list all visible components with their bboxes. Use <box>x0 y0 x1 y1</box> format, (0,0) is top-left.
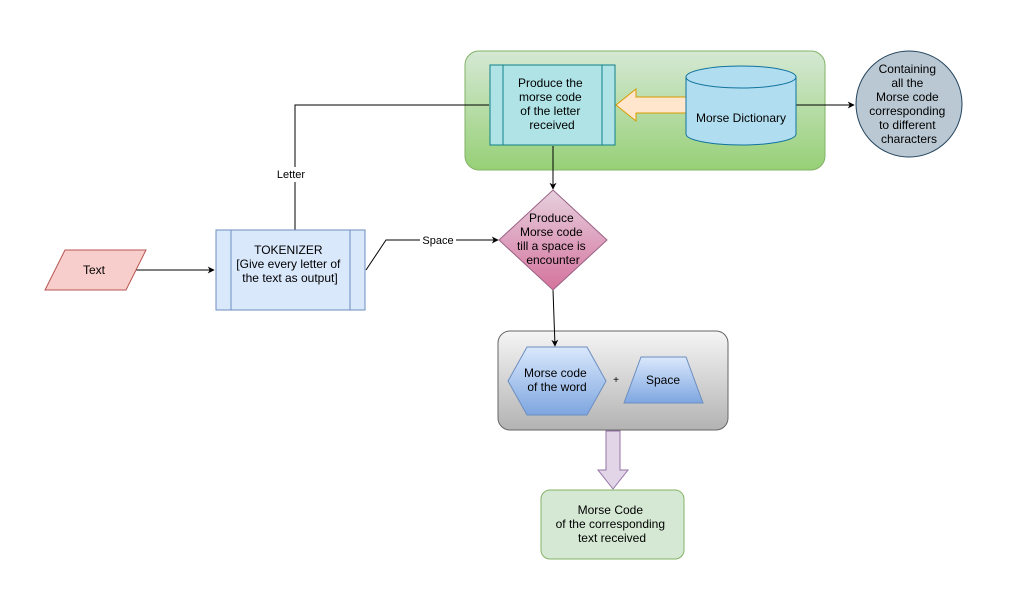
edge-label-space: Space <box>422 235 453 247</box>
space-node: Space <box>623 356 704 404</box>
tokenizer-shape <box>215 229 366 311</box>
edge-label-space-bg <box>420 233 456 247</box>
produce-letter-label: Produce the morse code of the letter rec… <box>518 76 586 132</box>
space-shape <box>623 356 704 404</box>
output-node: Morse Code of the corresponding text rec… <box>540 489 685 560</box>
plus-sign: + <box>613 375 619 386</box>
morse-dictionary-label: Morse Dictionary <box>696 111 786 125</box>
connectors <box>134 101 855 347</box>
containing-note-shape <box>855 50 963 158</box>
containing-note-label: Containing all the Morse code correspond… <box>869 62 948 146</box>
morse-word-label: Morse code of the word <box>524 366 590 394</box>
produce-word-decision-node: Produce Morse code till a space is encou… <box>498 189 608 291</box>
text-input-shape <box>44 249 147 291</box>
tokenizer-label: TOKENIZER [Give every letter of the text… <box>236 243 343 285</box>
output-shape <box>540 489 685 560</box>
edge-label-letter: Letter <box>277 169 305 181</box>
group-to-output-arrow <box>596 430 630 490</box>
text-input-label: Text <box>83 263 106 277</box>
output-label: Morse Code of the corresponding text rec… <box>556 503 669 545</box>
dictionary-to-process-arrow <box>615 87 687 123</box>
text-input-node: Text <box>44 249 147 291</box>
morse-dictionary-top <box>685 65 797 89</box>
tokenizer-node: TOKENIZER [Give every letter of the text… <box>215 229 366 311</box>
produce-word-decision-shape <box>498 189 608 291</box>
edge-label-letter-bg <box>273 167 309 182</box>
produce-letter-shape <box>489 64 616 146</box>
edge-decision-to-word <box>551 289 559 347</box>
morse-dictionary-node: Morse Dictionary <box>685 65 797 146</box>
edge-tokenizer-to-decision <box>365 236 499 271</box>
morse-word-node: Morse code of the word <box>507 346 607 416</box>
morse-word-shape <box>507 346 607 416</box>
edge-tokenizer-to-produce-letter <box>294 104 489 230</box>
produce-word-decision-label: Produce Morse code till a space is encou… <box>517 211 589 267</box>
produce-letter-node: Produce the morse code of the letter rec… <box>489 64 616 146</box>
containing-note-node: Containing all the Morse code correspond… <box>855 50 963 158</box>
morse-dictionary-body <box>685 76 797 146</box>
space-label: Space <box>646 373 680 387</box>
